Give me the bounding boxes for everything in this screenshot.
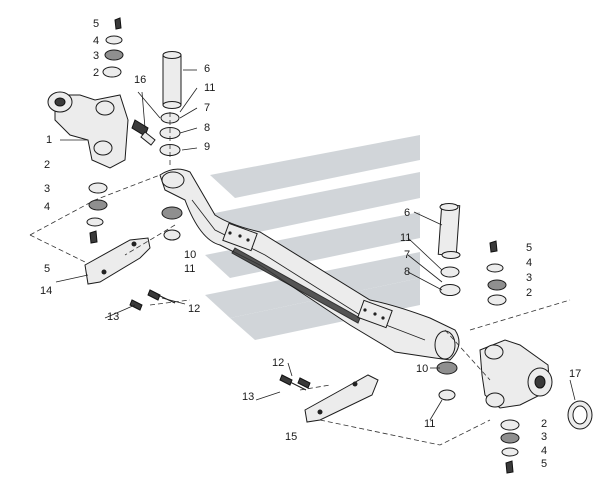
callout-labels: 5 4 3 2 16 1 2 3 4 5 14 12 13 6 11 7 8 9… bbox=[40, 18, 581, 470]
callout-right-2-lower: 2 bbox=[541, 418, 547, 430]
callout-left-2-lower: 2 bbox=[44, 159, 50, 171]
right-bracket-bolts bbox=[279, 374, 311, 391]
right-lower-fasteners bbox=[500, 419, 520, 474]
callout-13-left: 13 bbox=[107, 311, 119, 323]
left-upper-fasteners bbox=[102, 17, 124, 78]
callout-1: 1 bbox=[46, 134, 52, 146]
axle-beam bbox=[159, 168, 460, 361]
callout-left-4-lower: 4 bbox=[44, 201, 50, 213]
callout-right-2-top: 2 bbox=[526, 287, 532, 299]
callout-10-left: 10 bbox=[184, 249, 196, 261]
right-bracket bbox=[304, 374, 379, 423]
callout-left-5-lower: 5 bbox=[44, 263, 50, 275]
left-lower-fasteners bbox=[86, 182, 108, 244]
callout-17: 17 bbox=[569, 368, 581, 380]
callout-12-left: 12 bbox=[188, 303, 200, 315]
assembly-guides bbox=[29, 110, 571, 446]
right-king-pin bbox=[437, 203, 461, 259]
callout-10-right: 10 bbox=[416, 363, 428, 375]
callout-left-4-top: 4 bbox=[93, 35, 99, 47]
callout-right-3-lower: 3 bbox=[541, 431, 547, 443]
leader-lines bbox=[55, 69, 576, 421]
callout-15: 15 bbox=[285, 431, 297, 443]
left-king-pin bbox=[162, 51, 182, 109]
callout-left-3-lower: 3 bbox=[44, 183, 50, 195]
callout-left-5-top: 5 bbox=[93, 18, 99, 30]
right-upper-fasteners bbox=[486, 240, 507, 306]
seal-ring bbox=[567, 400, 593, 430]
left-bracket bbox=[84, 237, 151, 285]
callout-11-right-top: 11 bbox=[400, 232, 411, 244]
callout-right-5-lower: 5 bbox=[541, 458, 547, 470]
left-pin-washers bbox=[159, 112, 183, 241]
callout-8-left: 8 bbox=[204, 122, 210, 134]
right-steering-knuckle bbox=[479, 339, 553, 409]
callout-right-4-lower: 4 bbox=[541, 445, 547, 457]
callout-7-right: 7 bbox=[404, 249, 410, 261]
callout-11-left-top: 11 bbox=[204, 82, 215, 94]
left-steering-knuckle bbox=[47, 91, 129, 169]
callout-8-right: 8 bbox=[404, 266, 410, 278]
callout-9: 9 bbox=[204, 141, 210, 153]
callout-left-3-top: 3 bbox=[93, 50, 99, 62]
callout-left-2-top: 2 bbox=[93, 67, 99, 79]
callout-16: 16 bbox=[134, 74, 146, 86]
right-pin-washers bbox=[436, 266, 461, 401]
callout-right-5-top: 5 bbox=[526, 242, 532, 254]
callout-right-4-top: 4 bbox=[526, 257, 532, 269]
left-stop-bolt bbox=[131, 119, 156, 146]
callout-11-right-bottom: 11 bbox=[424, 418, 435, 430]
callout-6-right: 6 bbox=[404, 207, 410, 219]
callout-14: 14 bbox=[40, 285, 52, 297]
callout-7-left: 7 bbox=[204, 102, 210, 114]
callout-11-left-bottom: 11 bbox=[184, 263, 195, 275]
callout-6-left: 6 bbox=[204, 63, 210, 75]
callout-13-right: 13 bbox=[242, 391, 254, 403]
callout-right-3-top: 3 bbox=[526, 272, 532, 284]
callout-12-right: 12 bbox=[272, 357, 284, 369]
